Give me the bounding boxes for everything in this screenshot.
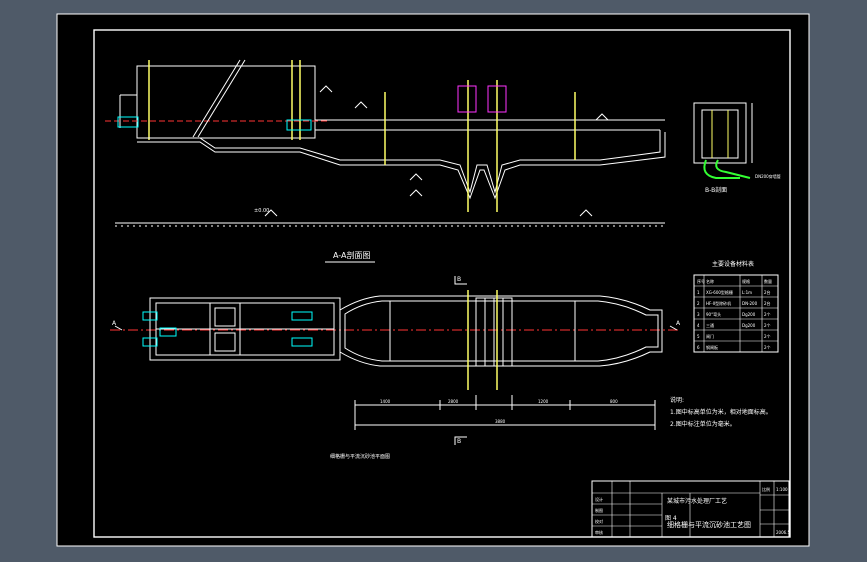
table-cell: 3 — [697, 312, 700, 317]
notes-block: 说明: 1.图中标高单位为米，相对地面标高。 2.图中标注单位为毫米。 — [670, 396, 772, 428]
outfall-label: DN200穿墙管 — [755, 173, 781, 179]
table-header-cell: 规格 — [742, 278, 750, 284]
table-header-cell: 名称 — [706, 278, 714, 284]
equipment-table-grid — [694, 275, 778, 352]
drawing-name: 细格栅与平流沉砂池工艺图 — [667, 520, 751, 529]
ground-level-label: ±0.00 — [254, 208, 269, 214]
table-cell: XG-600型格栅 — [706, 289, 733, 295]
table-cell: HF-II型除砂机 — [706, 300, 731, 306]
table-cell: 1 — [697, 290, 700, 295]
table-cell: 2个 — [764, 345, 771, 350]
title-block-role: 制图 — [595, 507, 603, 513]
table-header-cell: 数量 — [764, 278, 772, 284]
section-view-aa — [105, 59, 666, 227]
table-cell: 4 — [697, 323, 700, 328]
sheet-label: 图 4 — [665, 515, 677, 522]
equipment-table-cells: 序号名称 规格 数量 1 XG-600型格栅 L:1m 2台 2 HF-II型除砂机 DN-200… — [697, 278, 772, 350]
notes-line-1: 1.图中标高单位为米，相对地面标高。 — [670, 408, 772, 416]
equipment-table: 主要设备材料表 序号名称 规格 数量 1 XG-600型格栅 L:1m 2台 2 HF-II型除… — [693, 260, 779, 353]
dim-total: 3880 — [495, 419, 506, 424]
section-marker-b-top: B — [457, 276, 461, 283]
table-cell: 三通 — [706, 322, 714, 328]
table-cell: Dg200 — [742, 312, 756, 317]
table-cell: 6 — [697, 345, 700, 350]
table-header-cell: 序号 — [697, 278, 705, 284]
notes-heading: 说明: — [670, 396, 684, 404]
table-cell: 2 — [697, 301, 700, 306]
scale-label: 比例 — [762, 486, 770, 492]
dim-2: 2800 — [448, 399, 459, 404]
drawing-border — [93, 29, 791, 538]
detail-view-bb: B-B剖面 DN200穿墙管 — [693, 102, 781, 194]
title-block: 某城市污水处理厂工艺 细格栅与平流沉砂池工艺图 图 4 比例 1:100 200… — [591, 480, 790, 538]
project-name: 某城市污水处理厂工艺 — [667, 497, 727, 505]
detail-title: B-B剖面 — [705, 186, 727, 194]
scale-value: 1:100 — [776, 487, 788, 492]
table-cell: 90°弯头 — [706, 311, 721, 317]
table-cell: 5 — [697, 334, 700, 339]
plan-caption: 细格栅与平流沉砂池平面图 — [330, 453, 390, 460]
title-block-role: 审核 — [595, 529, 603, 535]
section-marker-a-right: A — [676, 320, 681, 327]
table-cell: 2台 — [764, 300, 771, 306]
table-cell: Dg200 — [742, 323, 756, 328]
notes-line-2: 2.图中标注单位为毫米。 — [670, 420, 736, 428]
section-marker-b-bottom: B — [457, 438, 461, 445]
section-marker-a-left: A — [112, 320, 117, 327]
section-title: A-A剖面图 — [333, 250, 370, 260]
table-cell: 钢闸板 — [706, 344, 718, 350]
table-cell: 闸门 — [706, 333, 714, 339]
table-cell: L:1m — [742, 290, 752, 295]
plan-view: B B A A 1400 2800 1200 800 3880 — [110, 276, 681, 445]
table-cell: 2台 — [764, 289, 771, 295]
section-title-group: A-A剖面图 ±0.00 — [254, 208, 375, 263]
date-value: 2006.5 — [776, 530, 790, 535]
drawing-sheet — [56, 13, 810, 547]
dim-4: 800 — [610, 399, 618, 404]
table-cell: 2个 — [764, 312, 771, 317]
dim-1: 1400 — [380, 399, 391, 404]
table-cell: 2个 — [764, 323, 771, 328]
title-block-role: 校对 — [595, 518, 603, 524]
table-cell: DN-200 — [742, 301, 758, 306]
equipment-table-title: 主要设备材料表 — [712, 260, 754, 268]
dim-3: 1200 — [538, 399, 549, 404]
title-block-role: 设计 — [595, 496, 603, 502]
table-cell: 2个 — [764, 334, 771, 339]
